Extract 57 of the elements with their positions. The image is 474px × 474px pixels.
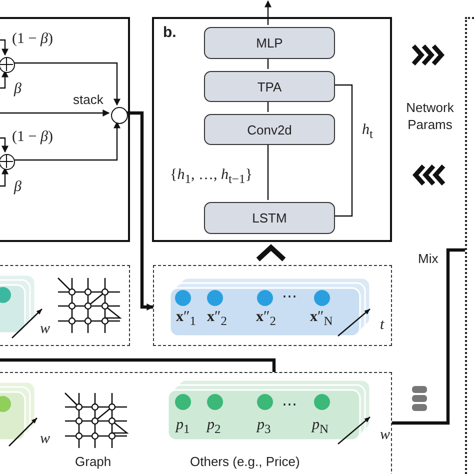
edge-label: {h$_{1}$, …, h$_{t−1}$} xyxy=(170,168,252,186)
variable-label: p$_{1}$ xyxy=(176,418,190,436)
layer-box xyxy=(204,202,335,234)
arrow xyxy=(0,137,8,153)
edge-label: Mix xyxy=(418,252,438,265)
edge-label: (1 − β) xyxy=(12,130,53,145)
axis-letter: w xyxy=(380,428,390,443)
panel-frame xyxy=(152,17,392,242)
arrow xyxy=(126,111,154,310)
connector-line xyxy=(267,143,269,200)
box-label: Conv2d xyxy=(246,122,293,137)
stack-circle xyxy=(111,107,128,124)
variable-label: p$_{2}$ xyxy=(207,418,221,436)
arrow xyxy=(13,62,120,106)
caption: Others (e.g., Price) xyxy=(190,455,300,468)
edge-label: β xyxy=(14,180,22,195)
arrow xyxy=(0,110,110,116)
layer-box xyxy=(204,27,335,59)
box-label: MLP xyxy=(255,36,284,50)
chevron-arrow xyxy=(411,44,445,66)
sum-circle xyxy=(0,154,15,170)
dashed-frame xyxy=(153,265,392,346)
dashed-frame xyxy=(0,372,392,474)
box-label: TPA xyxy=(256,79,283,94)
vector-label: x″$_{2}$ xyxy=(256,310,276,328)
layer-box xyxy=(204,114,335,145)
sum-circle xyxy=(0,57,15,73)
panel-letter: b. xyxy=(163,25,176,40)
vector-label: x″$_{N}$ xyxy=(310,310,333,328)
variable-label: p$_{N}$ xyxy=(312,418,329,436)
edge-label: (1 − β) xyxy=(12,32,53,47)
vector-label: x″$_{1}$ xyxy=(176,310,196,328)
connector-line xyxy=(392,248,465,425)
connector-line xyxy=(0,358,276,372)
vector-label: x″$_{2}$ xyxy=(207,310,227,328)
stack-label: stack xyxy=(73,93,104,106)
layer-box xyxy=(204,71,335,102)
arrow xyxy=(0,167,8,187)
ellipsis: ⋯ xyxy=(282,398,297,413)
caption: Graph xyxy=(75,455,112,468)
side-caption: Network Params xyxy=(405,100,455,134)
chevron-arrow xyxy=(256,244,286,262)
axis-letter: t xyxy=(380,318,384,333)
arrow xyxy=(264,0,272,25)
edge-label: β xyxy=(14,82,22,97)
arrow xyxy=(0,70,8,89)
axis-letter: w xyxy=(40,322,50,337)
ellipsis: ⋯ xyxy=(282,290,297,305)
variable-label: p$_{3}$ xyxy=(257,418,271,436)
connector-line xyxy=(333,84,353,217)
edge-label: h$_{t}$ xyxy=(362,123,373,140)
arrow xyxy=(13,121,120,161)
arrow xyxy=(0,39,8,56)
dashed-frame xyxy=(0,265,130,346)
axis-letter: w xyxy=(40,432,50,447)
chevron-arrow xyxy=(412,164,446,186)
box-label: LSTM xyxy=(251,210,288,226)
